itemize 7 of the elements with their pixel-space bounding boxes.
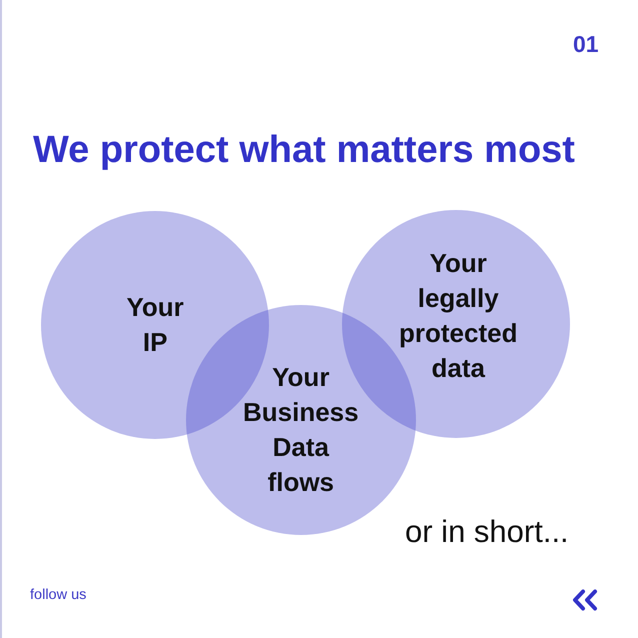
circle-label: Your Business Data flows — [243, 361, 359, 499]
follow-text: follow us — [30, 587, 86, 604]
title: We protect what matters most — [33, 128, 575, 172]
circle-label: Your IP — [126, 291, 184, 359]
circle-label: Your legally protected data — [399, 247, 518, 385]
page-number: 01 — [573, 31, 599, 58]
tagline: or in short... — [405, 514, 569, 550]
